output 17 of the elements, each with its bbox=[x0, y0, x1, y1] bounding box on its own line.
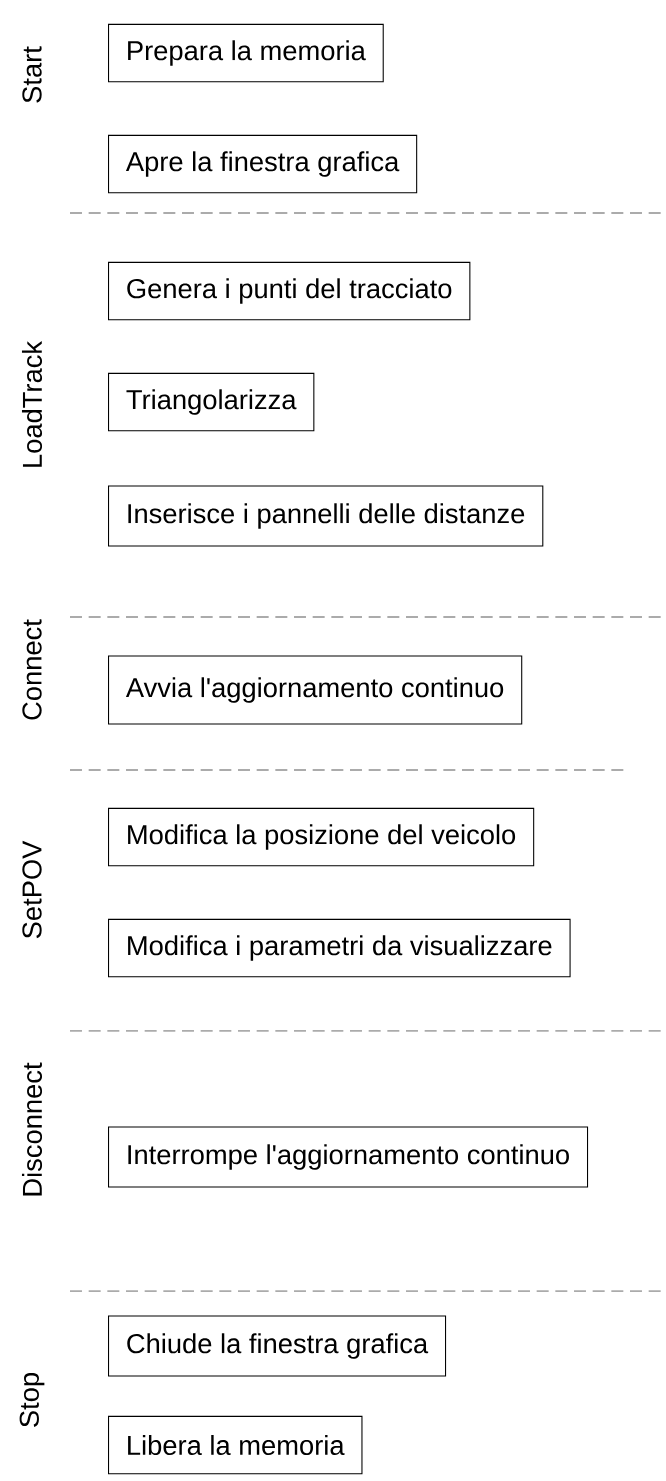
process-box: Genera i punti del tracciato bbox=[108, 261, 471, 321]
section-label: Start bbox=[22, 46, 42, 103]
section-label: SetPOV bbox=[22, 840, 42, 939]
section-label: Connect bbox=[22, 619, 42, 720]
process-box: Modifica la posizione del veicolo bbox=[108, 807, 535, 867]
process-box: Modifica i parametri da visualizzare bbox=[108, 918, 571, 978]
process-box: Triangolarizza bbox=[108, 372, 315, 432]
section-label: LoadTrack bbox=[21, 340, 43, 467]
process-box: Libera la memoria bbox=[108, 1415, 363, 1475]
process-box: Apre la finestra grafica bbox=[108, 134, 418, 194]
section-label: Stop bbox=[19, 1373, 45, 1427]
process-box: Prepara la memoria bbox=[108, 23, 384, 83]
section-label: Disconnect bbox=[21, 1062, 43, 1196]
process-box: Interrompe l'aggiornamento continuo bbox=[108, 1126, 589, 1188]
process-box: Inserisce i pannelli delle distanze bbox=[108, 485, 544, 547]
process-box: Avvia l'aggiornamento continuo bbox=[108, 655, 523, 725]
process-box: Chiude la finestra grafica bbox=[108, 1315, 447, 1377]
